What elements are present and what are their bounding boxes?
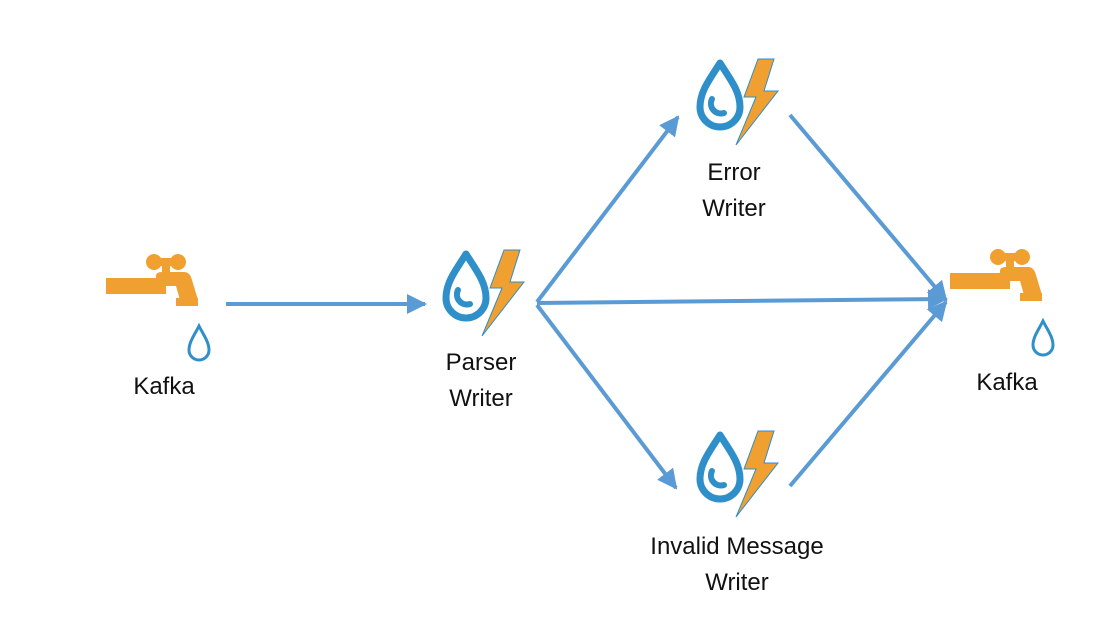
invalid-writer-label-line2: Writer — [705, 569, 769, 596]
parser-writer-icon — [446, 250, 524, 336]
invalid-writer-label: Invalid Message Writer — [627, 529, 847, 601]
invalid-writer-label-line1: Invalid Message — [650, 533, 824, 560]
kafka-source-icon — [106, 254, 211, 362]
arrow-parser-writer-to-invalid-writer — [535, 303, 678, 490]
arrow-parser-writer-to-error-writer — [535, 115, 680, 304]
error-writer-label-line1: Error — [707, 159, 761, 186]
error-writer-label-line2: Writer — [702, 195, 766, 222]
arrow-error-writer-to-kafka-sink — [788, 113, 948, 302]
arrow-invalid-writer-to-kafka-sink — [788, 300, 948, 488]
invalid-writer-icon — [700, 431, 778, 517]
kafka-sink-icon — [950, 249, 1055, 357]
parser-writer-label: Parser Writer — [421, 345, 541, 417]
error-writer-icon — [700, 59, 778, 145]
error-writer-label: Error Writer — [674, 155, 794, 227]
nodes-layer — [106, 59, 1055, 517]
kafka-source-label: Kafka — [133, 373, 195, 400]
edges-layer — [226, 113, 948, 490]
kafka-sink-label: Kafka — [976, 369, 1038, 396]
parser-writer-label-line1: Parser — [445, 349, 517, 376]
arrow-parser-writer-to-kafka-sink — [536, 289, 948, 310]
parser-writer-label-line2: Writer — [449, 385, 513, 412]
